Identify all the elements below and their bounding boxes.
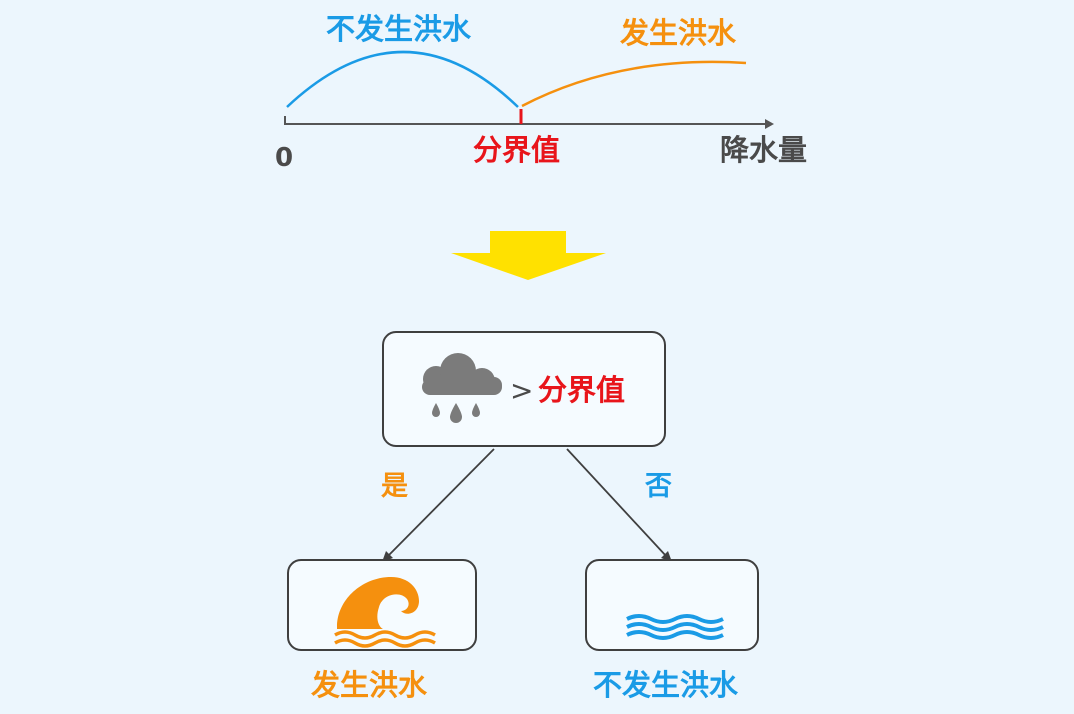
flood-curve (521, 60, 747, 108)
yes-label: 是 (381, 471, 408, 502)
no-label: 否 (645, 471, 672, 502)
yes-branch-line (386, 448, 495, 558)
no-flood-arc (286, 50, 519, 108)
down-arrow-shape (451, 231, 606, 280)
condition-box: > 分界值 (382, 331, 666, 447)
condition-threshold-label: 分界值 (538, 373, 626, 407)
zero-label: 0 (275, 143, 294, 173)
no-branch-line (566, 448, 668, 558)
axis-label: 降水量 (720, 133, 808, 167)
calm-water-icon (626, 614, 724, 640)
flood-caption: 发生洪水 (311, 668, 428, 702)
axis-arrowhead (765, 119, 774, 129)
rain-cloud-icon (422, 353, 502, 423)
calm-caption: 不发生洪水 (593, 668, 739, 702)
no-flood-label: 不发生洪水 (326, 12, 472, 46)
wave-icon (334, 577, 436, 648)
flood-box (287, 559, 477, 651)
threshold-label: 分界值 (473, 133, 561, 167)
calm-box (585, 559, 759, 651)
greater-than-sign: > (510, 374, 534, 407)
flood-label: 发生洪水 (620, 16, 737, 50)
